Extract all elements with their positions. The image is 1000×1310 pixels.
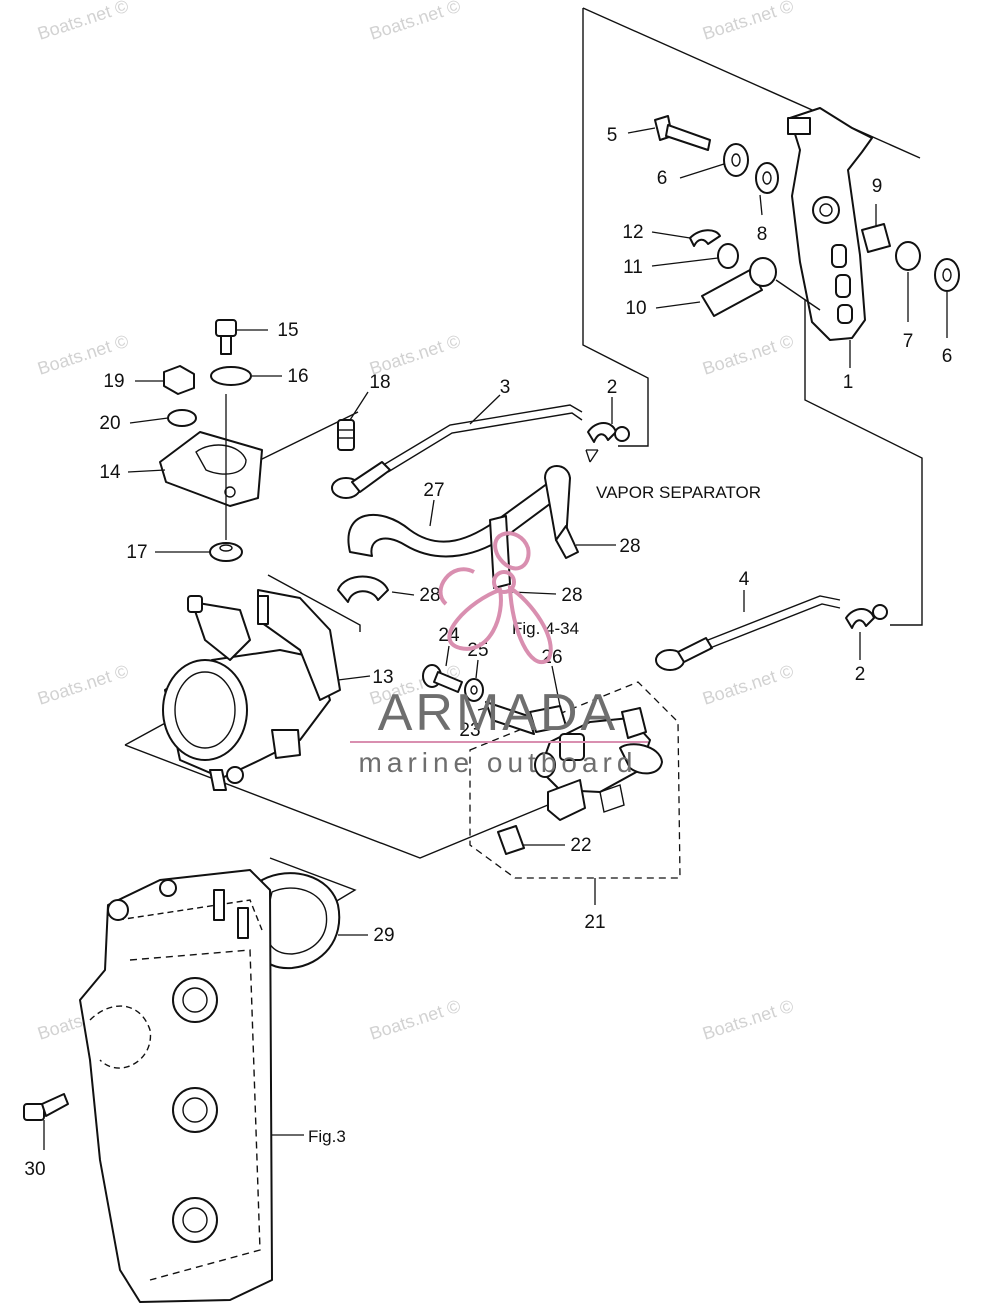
cam-pivot-hole <box>819 203 833 217</box>
callout-3: 3 <box>500 377 511 398</box>
callout-11: 11 <box>623 257 643 278</box>
brand-name: ARMADA <box>378 684 618 742</box>
cam-lever-body <box>789 107 873 341</box>
callout-28: 28 <box>619 536 640 557</box>
cam-tab <box>787 117 811 135</box>
cylinder-block <box>79 869 273 1303</box>
callout-21: 21 <box>584 912 605 933</box>
watermark: Boats.net © <box>35 0 131 44</box>
callout-12: 12 <box>622 222 643 243</box>
callout-labels: 1 2 2 3 4 5 6 6 7 8 9 10 11 12 13 14 15 … <box>24 125 952 1180</box>
part-washer-6 <box>723 143 749 177</box>
fig-3-reference: Fig.3 <box>308 1127 346 1146</box>
part-washer-11 <box>717 243 739 269</box>
part-hose-27 <box>347 465 571 558</box>
part-clip-22 <box>497 825 525 855</box>
outline-line <box>804 300 923 626</box>
part-bolt-15 <box>215 319 237 355</box>
callout-14: 14 <box>99 462 121 483</box>
part-collar-9 <box>861 223 891 253</box>
watermark: Boats.net © <box>367 0 463 44</box>
part-rod-3 <box>331 404 583 499</box>
callout-19: 19 <box>103 371 124 392</box>
callout-1: 1 <box>843 372 854 393</box>
propeller-icon <box>438 531 553 664</box>
leader-lines <box>43 127 948 1150</box>
part-washer-16 <box>210 366 252 386</box>
callout-16: 16 <box>287 366 308 387</box>
part-hose-clip-28 <box>337 575 389 603</box>
callout-9: 9 <box>872 176 883 197</box>
part-throttle-cam <box>787 107 873 341</box>
part-clip-12 <box>689 229 721 247</box>
outline-line <box>582 8 649 447</box>
part-rod-4 <box>655 595 841 671</box>
part-washer-20 <box>167 409 197 427</box>
part-nipple-18 <box>337 419 355 451</box>
callout-20: 20 <box>99 413 120 434</box>
watermark: Boats.net © <box>35 661 131 709</box>
cam-slot <box>837 304 853 324</box>
callout-28: 28 <box>561 585 582 606</box>
part-bushing-7 <box>895 241 921 271</box>
vapor-separator-label: VAPOR SEPARATOR <box>596 483 761 502</box>
part-washer-6 <box>934 258 960 292</box>
callout-2: 2 <box>855 664 866 685</box>
callout-2: 2 <box>607 377 618 398</box>
cam-slot <box>835 274 851 298</box>
callout-23: 23 <box>459 720 480 741</box>
part-link-rod-10 <box>701 257 821 317</box>
callout-10: 10 <box>625 298 646 319</box>
callout-17: 17 <box>126 542 147 563</box>
watermark: Boats.net © <box>367 996 463 1044</box>
part-bolt-5 <box>654 115 711 151</box>
part-grommet-17 <box>209 542 243 562</box>
part-clip-2 <box>587 422 630 443</box>
cam-pivot <box>812 196 840 224</box>
part-throttle-body-13 <box>162 589 341 791</box>
outline-line <box>267 574 361 632</box>
callout-6: 6 <box>657 168 668 189</box>
part-hose-clip-28 <box>555 525 579 559</box>
watermark: Boats.net © <box>700 0 796 44</box>
callout-7: 7 <box>903 331 914 352</box>
arrow-icon <box>585 449 599 463</box>
part-hose-clip-28 <box>489 515 511 589</box>
callout-6: 6 <box>942 346 953 367</box>
callout-5: 5 <box>607 125 618 146</box>
watermark: Boats.net © <box>700 996 796 1044</box>
watermark: Boats.net © <box>700 661 796 709</box>
part-washer-25 <box>464 678 484 702</box>
part-washer-8 <box>755 162 779 194</box>
callout-18: 18 <box>369 372 390 393</box>
part-nut-19 <box>163 365 195 395</box>
part-bolt-24 <box>422 664 463 693</box>
cam-slot <box>831 244 847 268</box>
callout-15: 15 <box>277 320 298 341</box>
part-spring-26 <box>529 705 567 733</box>
brand-tagline: marine outboard <box>359 747 638 778</box>
callout-28: 28 <box>419 585 440 606</box>
callout-22: 22 <box>570 835 591 856</box>
callout-27: 27 <box>423 480 444 501</box>
part-bolt-30 <box>23 1093 69 1121</box>
callout-8: 8 <box>757 224 768 245</box>
part-bracket-14 <box>159 431 263 507</box>
part-linkage-21 <box>534 707 663 821</box>
callout-30: 30 <box>24 1159 45 1180</box>
part-clip-2 <box>845 604 888 629</box>
armada-logo: ARMADA marine outboard <box>350 531 648 778</box>
outline-line <box>582 7 921 159</box>
callout-29: 29 <box>373 925 394 946</box>
callout-4: 4 <box>739 569 750 590</box>
part-collar-23 <box>485 701 535 735</box>
assembly-21-outline <box>469 681 681 879</box>
callout-13: 13 <box>372 667 393 688</box>
watermark: Boats.net © <box>700 331 796 379</box>
outline-line <box>269 857 357 906</box>
